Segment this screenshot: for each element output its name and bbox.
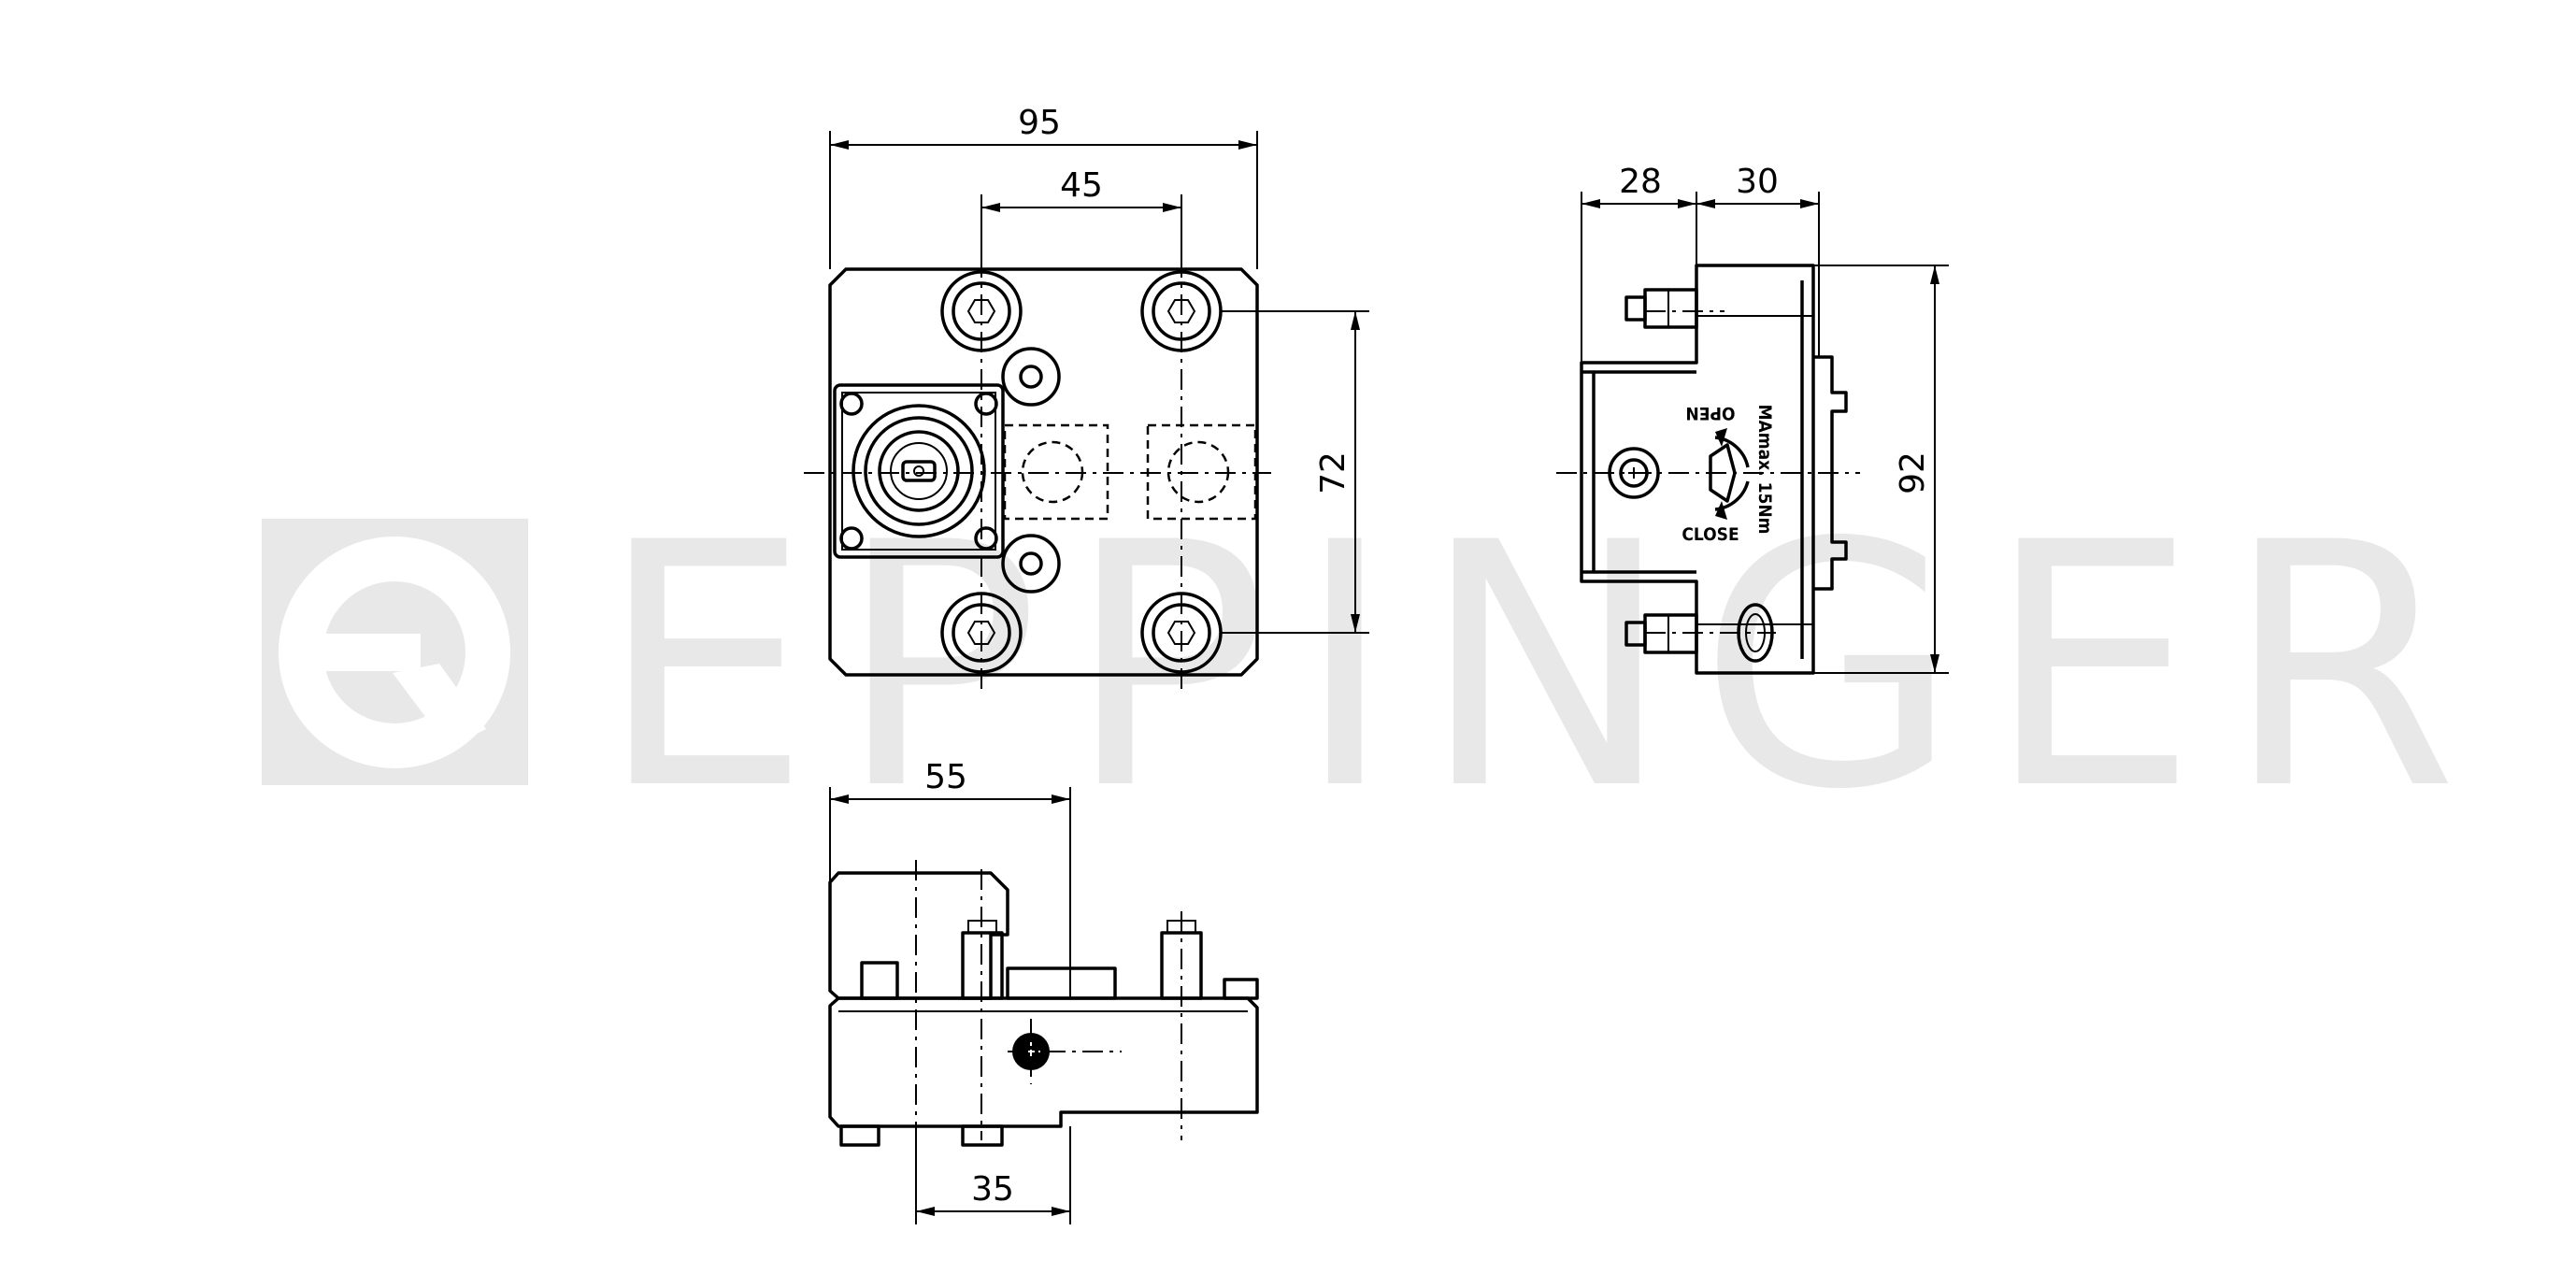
side-screw	[1608, 447, 1660, 499]
dim-height-label: 92	[1894, 451, 1932, 494]
hidden-port-left	[1003, 423, 1109, 521]
label-close: CLOSE	[1682, 524, 1739, 545]
dim-bolt-spacing-x-label: 45	[1060, 166, 1103, 205]
dim-top-label: 55	[924, 758, 967, 796]
pin-hole-upper	[1001, 347, 1061, 407]
dimension-45: 45	[980, 166, 1182, 269]
dimension-35: 35	[915, 1126, 1071, 1224]
dim-width-label: 95	[1018, 104, 1061, 142]
bottom-lower-body	[828, 996, 1259, 1128]
label-open: OPEN	[1685, 403, 1735, 423]
bottom-foot-left	[839, 1124, 880, 1147]
bolt-bottom-left	[940, 592, 1023, 674]
side-plate-right	[1813, 355, 1848, 591]
coolant-connector	[833, 383, 1005, 559]
dimension-28: 28	[1581, 163, 1697, 363]
open-close-indicator: OPEN CLOSE MAmax. 15Nm	[1682, 403, 1775, 545]
bottom-foot-middle	[961, 1124, 1004, 1147]
side-oval-slot	[1737, 603, 1774, 663]
eppinger-watermark: EPPINGER	[262, 471, 2484, 863]
bottom-step-left	[860, 961, 899, 1000]
dimension-55: 55	[829, 758, 1071, 998]
key-symbol-icon	[1709, 443, 1737, 503]
watermark-text: EPPINGER	[598, 471, 2484, 863]
label-torque: MAmax. 15Nm	[1754, 405, 1775, 535]
side-pin-bottom	[1624, 613, 1698, 654]
hidden-port-right	[1146, 423, 1257, 521]
dim-bottom-label: 35	[971, 1170, 1014, 1209]
bottom-connector-housing	[1006, 966, 1117, 1000]
dim-a-label: 28	[1619, 163, 1662, 201]
bolt-top-left	[940, 270, 1023, 352]
front-view: 95 45 72	[804, 104, 1369, 690]
eppinger-logo-icon	[262, 519, 528, 785]
dimension-95: 95	[829, 104, 1258, 269]
dim-b-label: 30	[1736, 163, 1779, 201]
dimension-30: 30	[1696, 163, 1820, 357]
bottom-upper-block	[828, 871, 1009, 1000]
bottom-view: 55 35	[828, 758, 1259, 1224]
dimension-72: 72	[1221, 310, 1369, 634]
side-pin-top	[1624, 288, 1698, 329]
pin-hole-lower	[1001, 534, 1061, 594]
dimension-92: 92	[1813, 265, 1949, 674]
side-view: OPEN CLOSE MAmax. 15Nm 28 30 92	[1556, 163, 1949, 675]
dim-bolt-spacing-y-label: 72	[1314, 451, 1352, 494]
front-view-outline	[828, 267, 1259, 677]
